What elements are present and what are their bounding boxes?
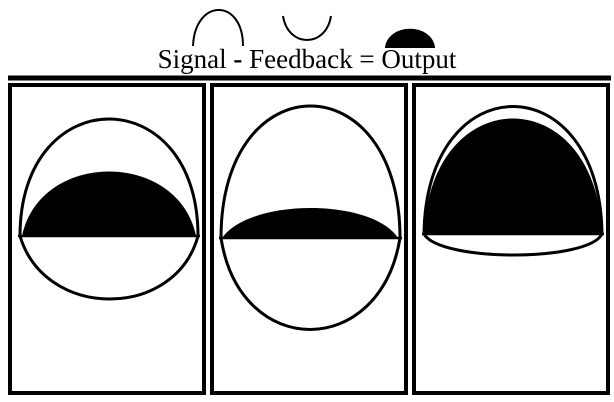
equals-operator: =: [359, 44, 375, 74]
panel-1-frame: [8, 83, 206, 395]
panel-1: [8, 83, 206, 395]
panel-2-frame: [210, 83, 408, 395]
panel-1-output-dome: [22, 171, 196, 236]
panel-3-signal-arch: [422, 105, 604, 235]
panel-1-signal-arch: [18, 117, 200, 237]
downward-arch-icon: [282, 15, 332, 41]
feedback-label: Feedback: [249, 44, 353, 74]
panel-2-signal-arch: [219, 104, 402, 239]
panel-3-frame: [412, 83, 610, 395]
upward-arch-icon: [192, 9, 244, 47]
panel-3-feedback-arch: [422, 233, 604, 257]
panel-3-output-dome: [424, 118, 602, 234]
panel-1-feedback-arch: [18, 235, 200, 301]
equation: Signal - Feedback = Output: [0, 44, 614, 74]
panel-2-output-dome: [222, 208, 398, 238]
minus-operator: -: [233, 44, 243, 74]
output-label: Output: [381, 44, 457, 74]
filled-dome-icon: [384, 28, 436, 48]
signal-label: Signal: [157, 44, 227, 74]
panel-2-feedback-arch: [219, 237, 402, 331]
panel-3: [412, 83, 610, 395]
panel-2: [210, 83, 408, 395]
legend-icons: [192, 9, 436, 48]
